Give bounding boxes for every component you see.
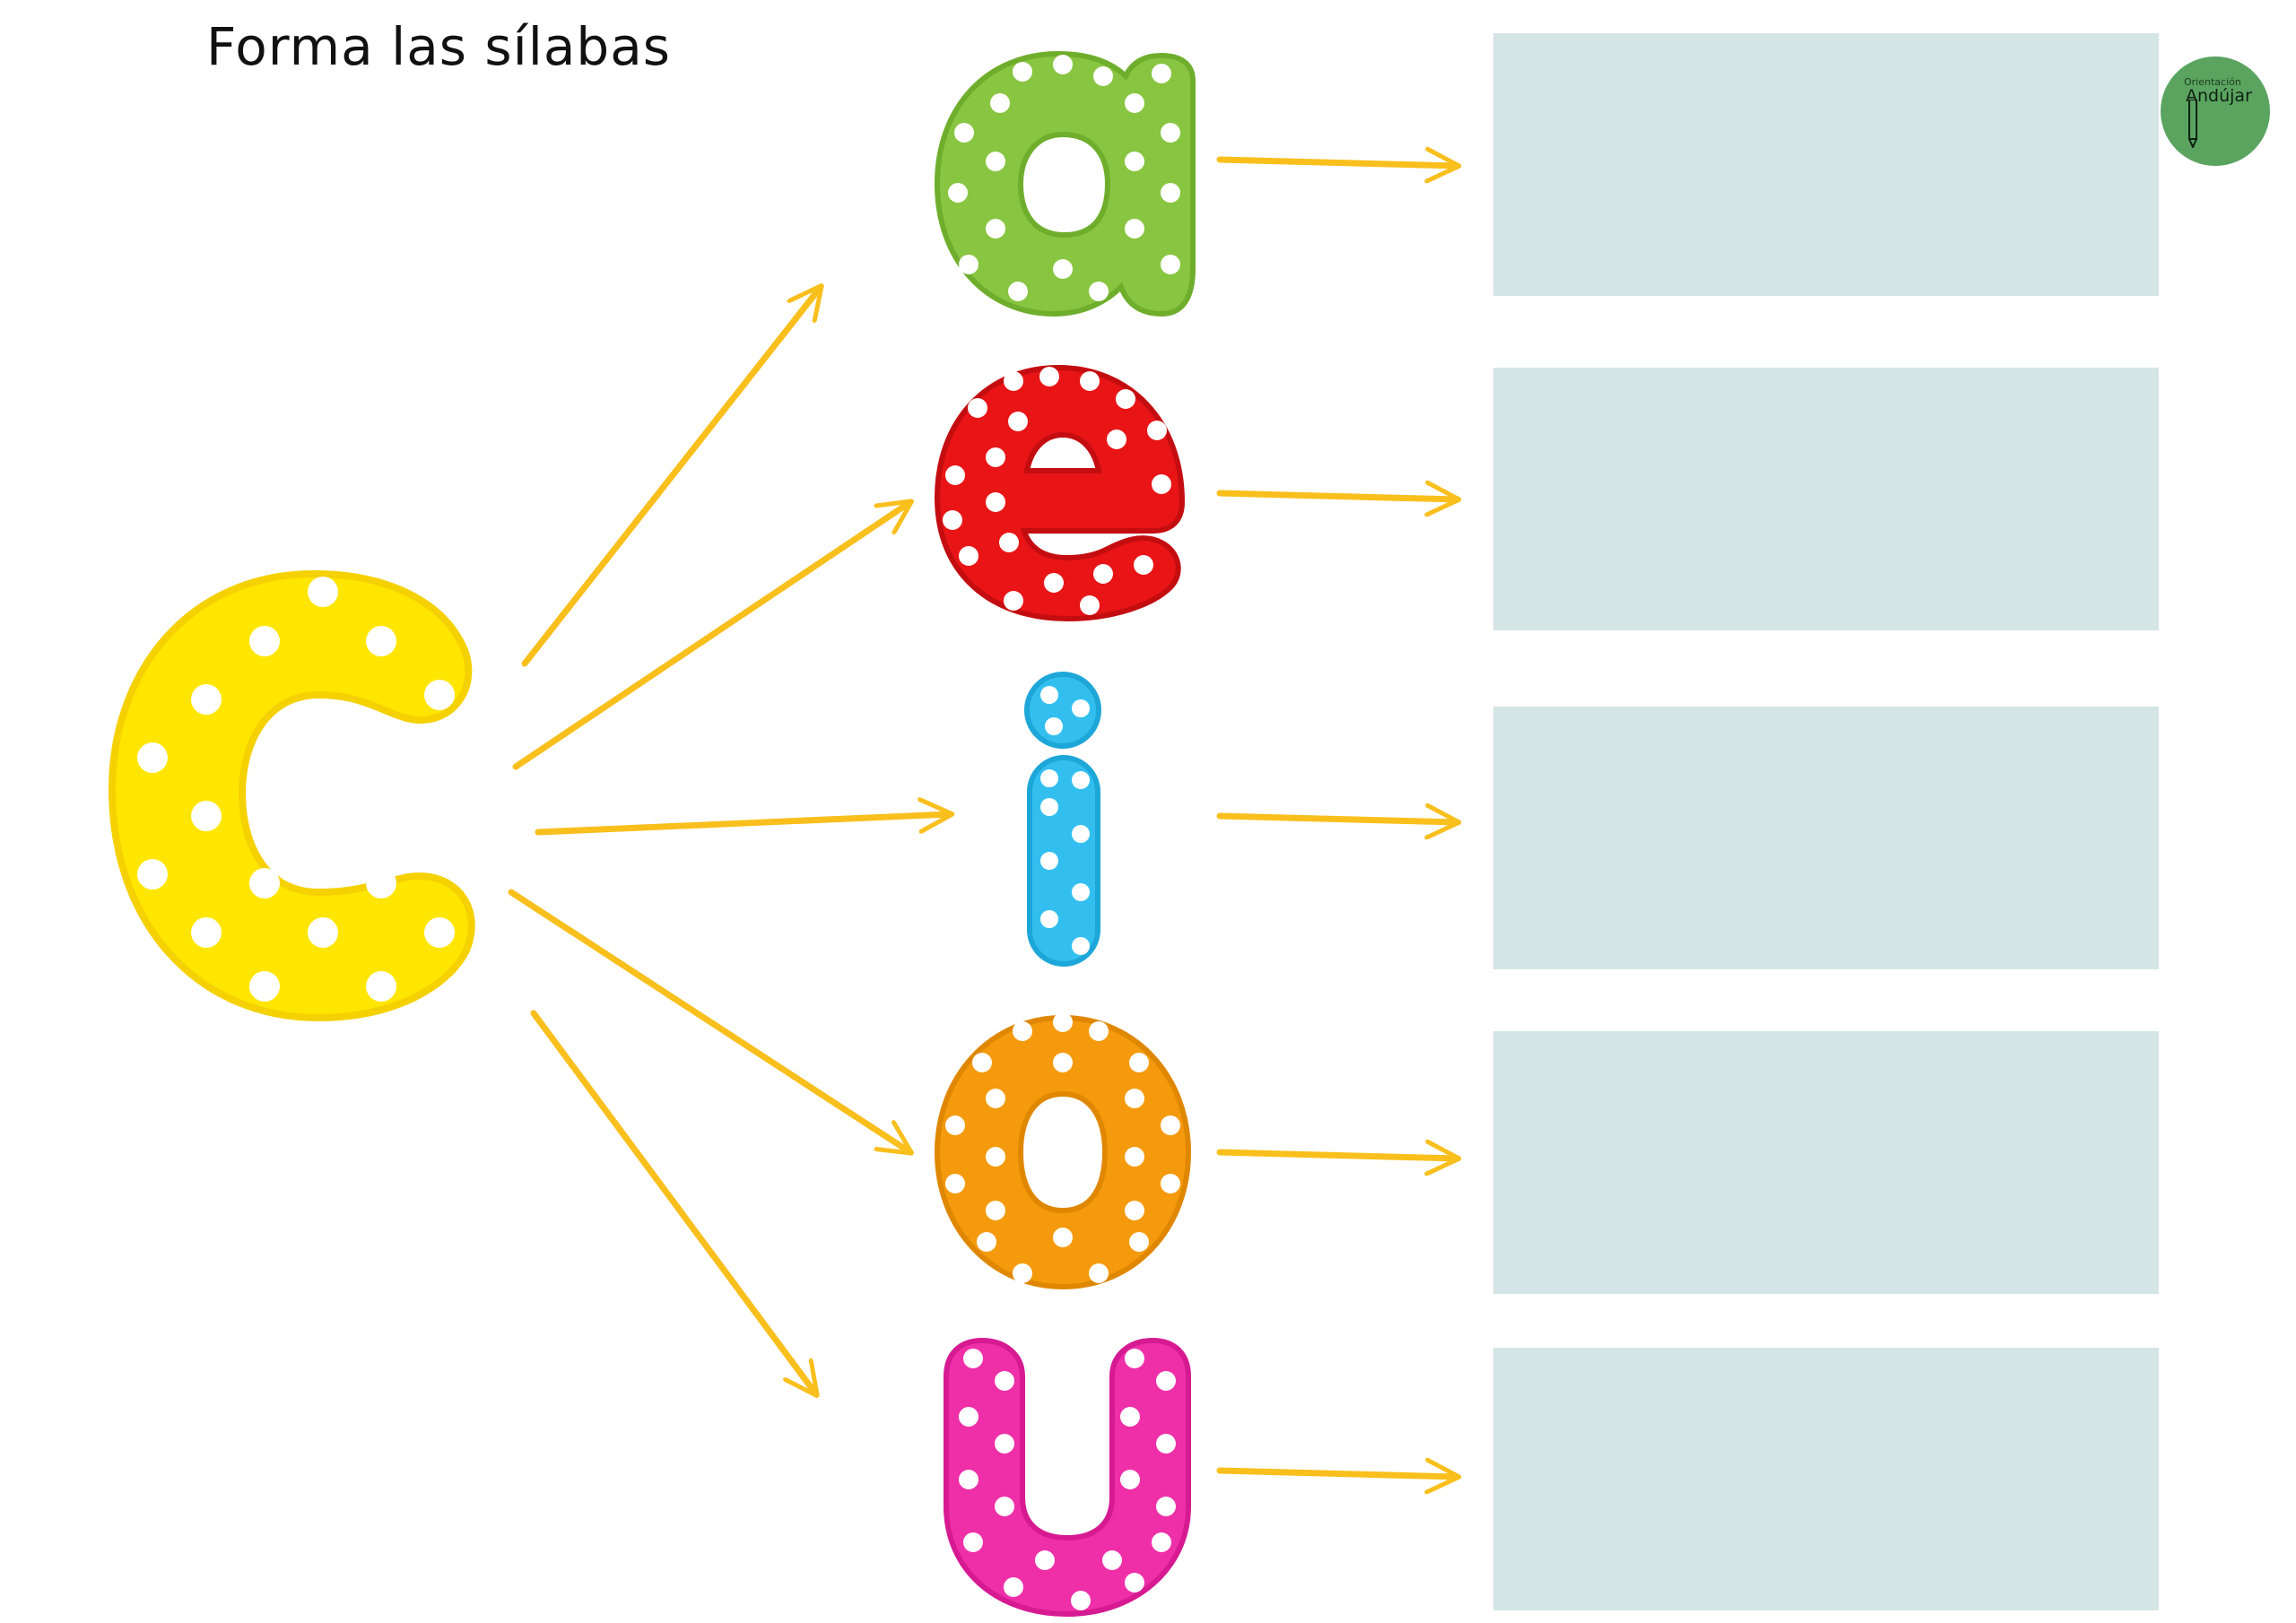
arrow-u-to-box (1216, 1471, 1457, 1477)
logo-line2: Andújar (2186, 86, 2252, 106)
arrow-i-to-box (1216, 816, 1457, 822)
answer-box-ci[interactable] (1493, 707, 2159, 969)
letter-o (934, 1012, 1192, 1290)
pencil-icon (2188, 100, 2197, 148)
box-arrows (1216, 160, 1457, 1477)
answer-box-ca[interactable] (1493, 33, 2159, 296)
worksheet-title: Forma las sílabas (206, 16, 671, 77)
answer-box-ce[interactable] (1493, 368, 2159, 630)
letter-i (1024, 672, 1101, 967)
arrow-a-to-box (1216, 160, 1457, 166)
letter-u (944, 1337, 1191, 1618)
arrow-c-to-a (521, 287, 821, 667)
fan-arrows (508, 287, 951, 1394)
arrow-c-to-i (535, 814, 951, 836)
orientacion-andujar-logo: Orientación Andújar (2161, 56, 2270, 166)
answer-box-cu[interactable] (1493, 1348, 2159, 1610)
arrow-c-to-u (530, 1010, 816, 1394)
answer-box-co[interactable] (1493, 1031, 2159, 1294)
logo-line1: Orientación (2184, 76, 2241, 88)
arrow-o-to-box (1216, 1152, 1457, 1159)
arrow-c-to-e (512, 502, 910, 770)
letter-a (934, 50, 1196, 317)
arrow-e-to-box (1216, 493, 1457, 499)
arrow-c-to-o (508, 889, 910, 1152)
letter-e (934, 364, 1186, 622)
letter-c (108, 569, 475, 1022)
